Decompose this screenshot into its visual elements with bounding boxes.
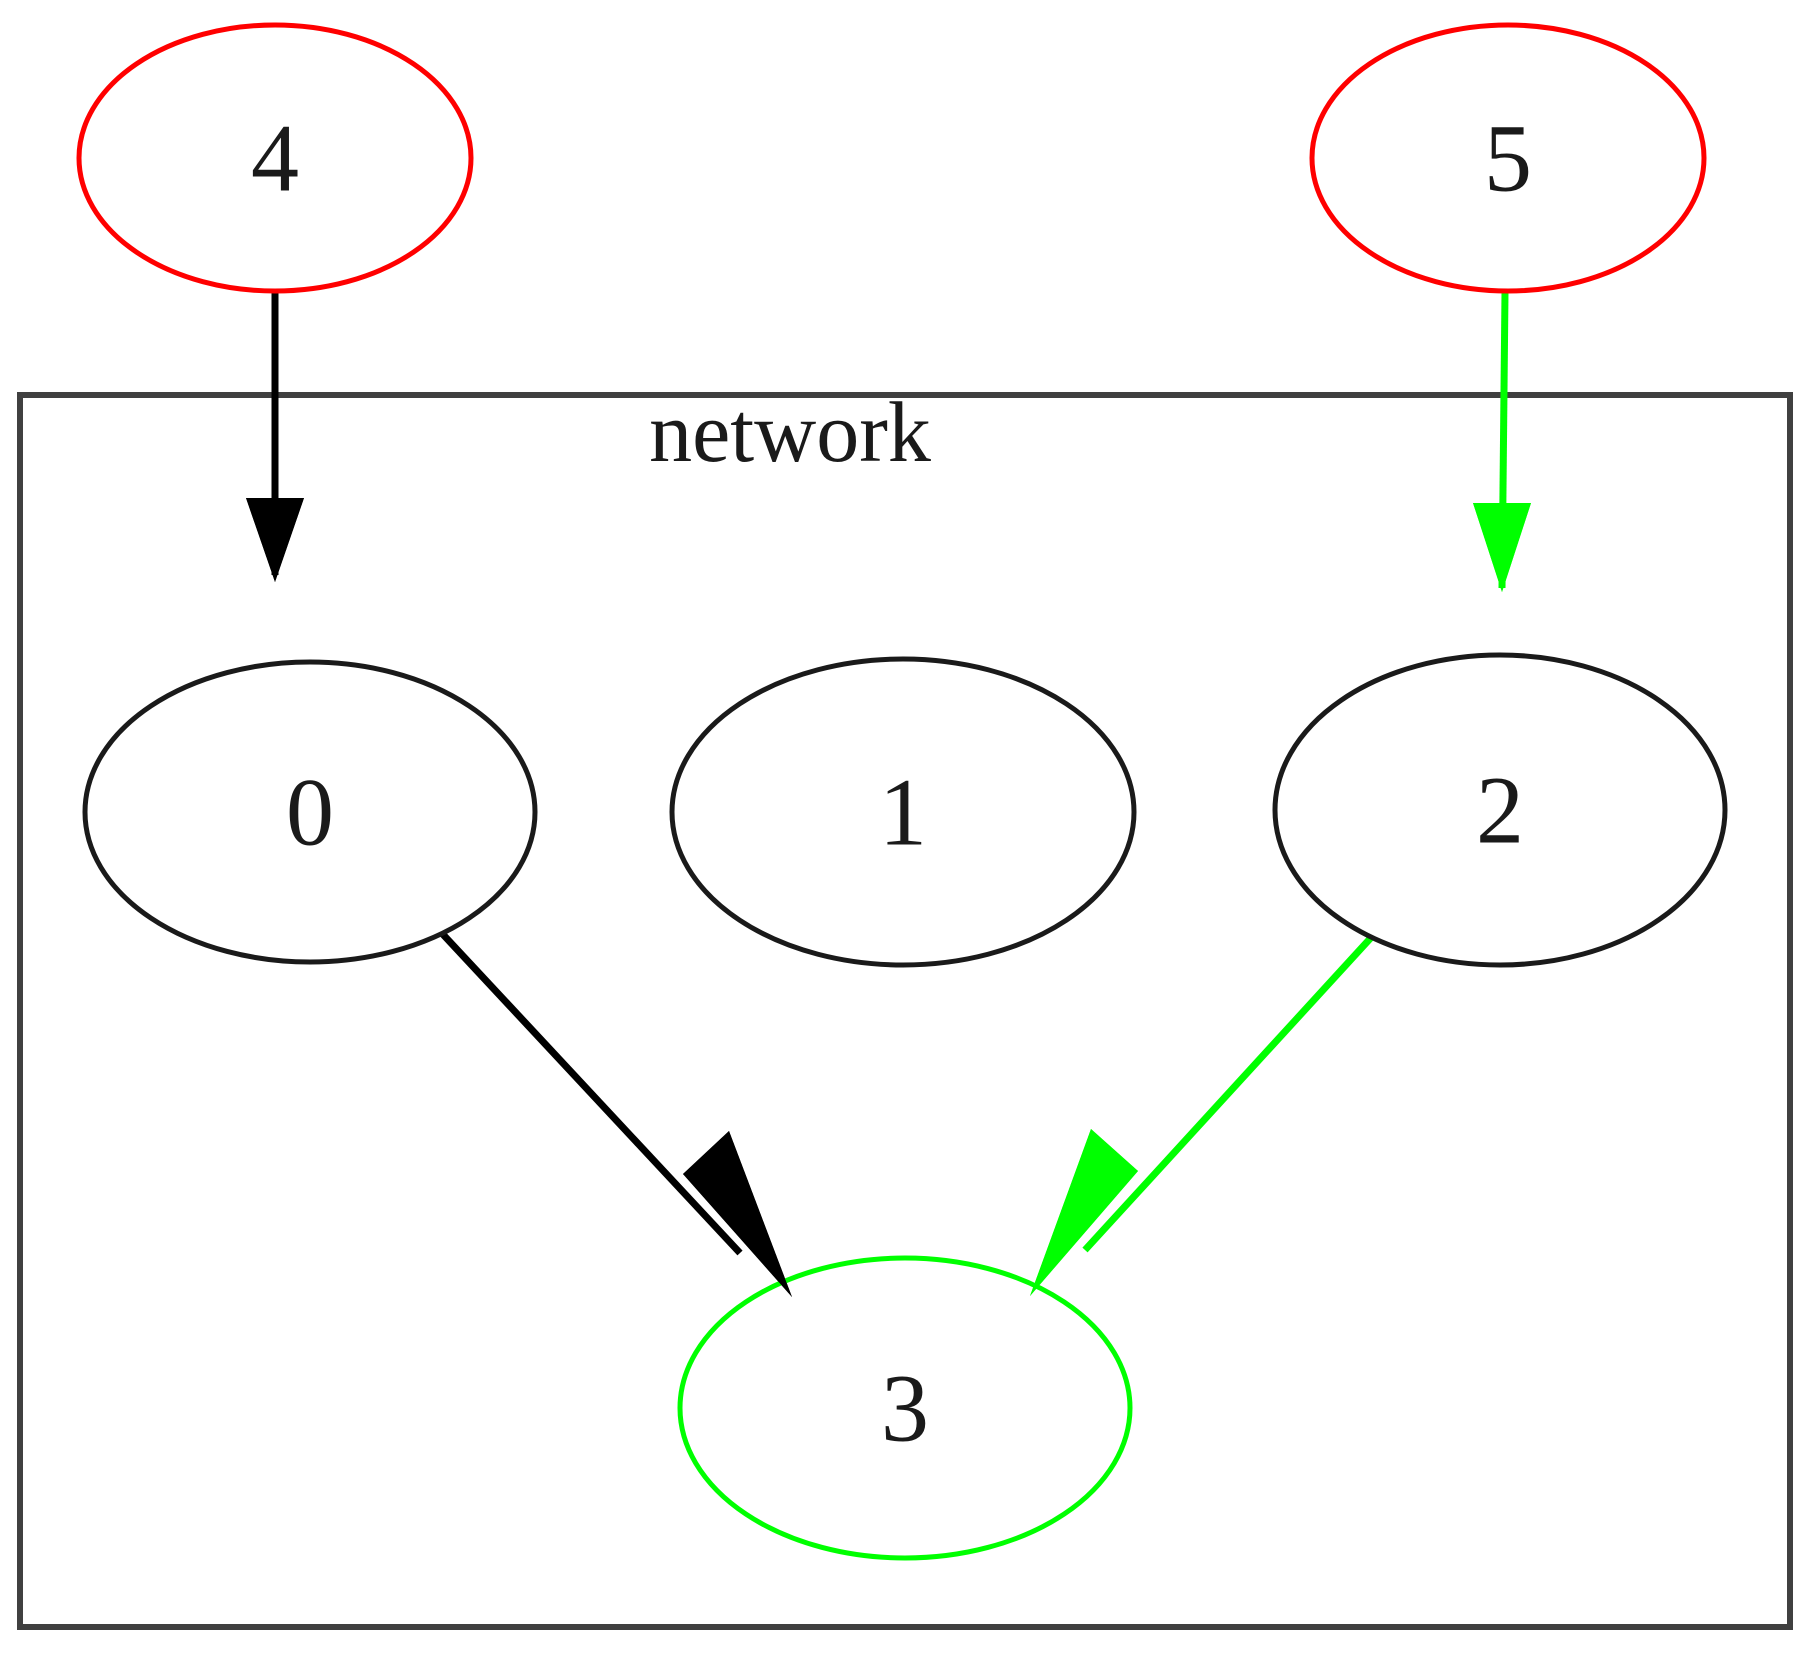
- node-5[interactable]: 5: [1309, 22, 1707, 294]
- node-1[interactable]: 1: [669, 656, 1137, 968]
- node-4[interactable]: 4: [76, 22, 474, 294]
- node-2-ellipse[interactable]: [1272, 652, 1728, 968]
- edge-5-to-2-arrowhead-tip: [1473, 503, 1531, 592]
- node-1-ellipse[interactable]: [669, 656, 1137, 968]
- node-0-label: 0: [286, 759, 334, 866]
- cluster-network-box: [17, 392, 1793, 1630]
- node-4-label: 4: [251, 105, 299, 212]
- node-3-label: 3: [881, 1355, 929, 1462]
- edge-2-to-3-line: [1082, 927, 1381, 1253]
- node-1-label: 1: [879, 759, 927, 866]
- node-3[interactable]: 3: [677, 1255, 1133, 1561]
- node-0-ellipse[interactable]: [82, 659, 538, 965]
- edge-4-to-0-arrowhead-tip: [246, 498, 304, 582]
- edge-0-to-3-line: [434, 925, 743, 1256]
- cluster-network-label: network: [649, 384, 931, 480]
- node-3-ellipse[interactable]: [677, 1255, 1133, 1561]
- node-4-ellipse[interactable]: [76, 22, 474, 294]
- node-0[interactable]: 0: [82, 659, 538, 965]
- node-5-ellipse[interactable]: [1309, 22, 1707, 294]
- node-2[interactable]: 2: [1272, 652, 1728, 968]
- edge-0-to-3-arrowhead-tip: [683, 1131, 792, 1297]
- node-5-label: 5: [1484, 105, 1532, 212]
- node-2-label: 2: [1476, 757, 1524, 864]
- edge-2-to-3-arrowhead-tip: [1030, 1129, 1138, 1296]
